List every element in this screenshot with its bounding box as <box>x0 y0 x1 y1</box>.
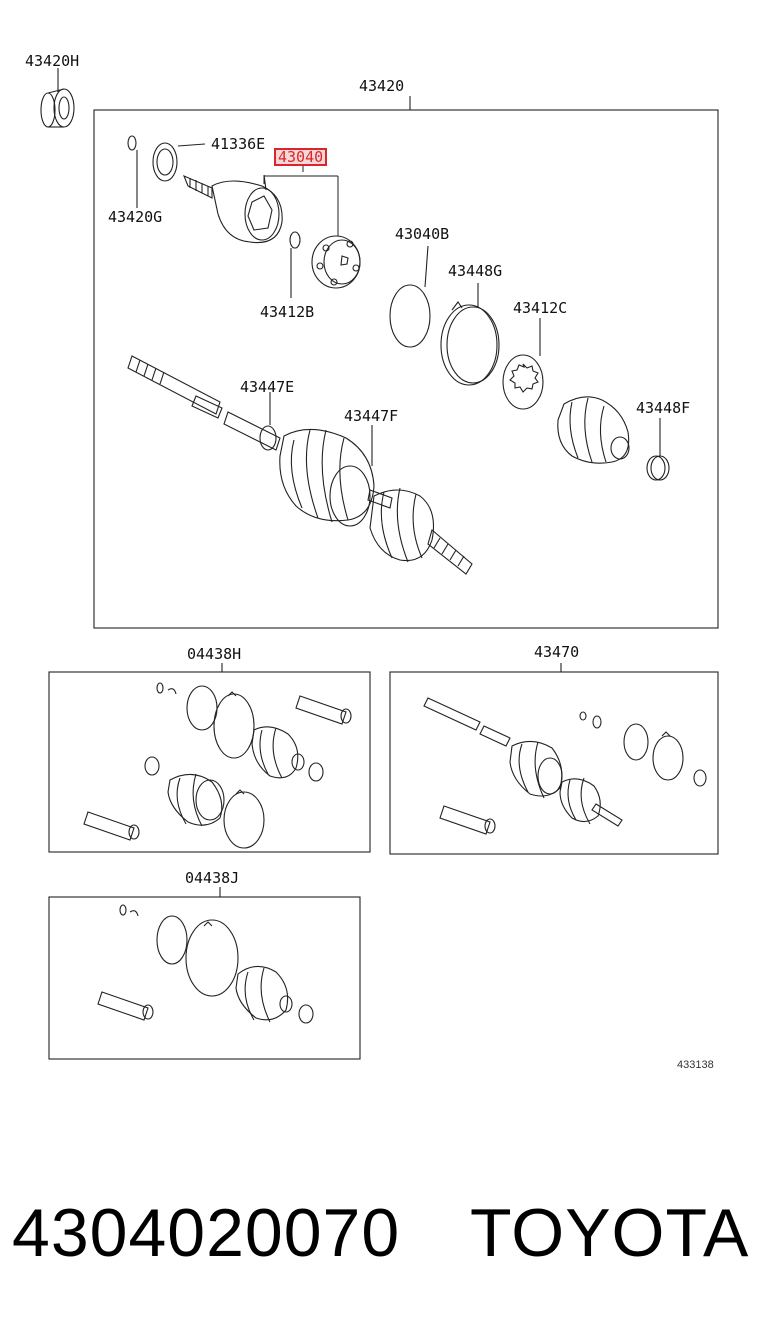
kit-43470-parts <box>423 697 707 835</box>
label-43448g[interactable]: 43448G <box>448 262 503 280</box>
clamp-43448g-part <box>440 283 500 386</box>
brand-name: TOYOTA <box>470 1195 750 1271</box>
label-43447f[interactable]: 43447F <box>344 407 399 425</box>
label-43412c[interactable]: 43412C <box>513 299 568 317</box>
label-43040-highlighted[interactable]: 43040 <box>274 148 328 166</box>
label-04438j[interactable]: 04438J <box>185 869 240 887</box>
ring-43040b-part <box>389 245 431 348</box>
snap-ring-43412b-part <box>289 231 301 298</box>
label-43470[interactable]: 43470 <box>534 643 580 661</box>
label-43420g[interactable]: 43420G <box>108 208 163 226</box>
label-43412b[interactable]: 43412B <box>260 303 315 321</box>
label-43420[interactable]: 43420 <box>359 77 405 95</box>
deflector-41336e-part <box>152 142 206 182</box>
frame-43470 <box>389 671 719 855</box>
clamp-43448f-part <box>646 418 670 481</box>
kit-04438h-parts <box>83 682 352 849</box>
frame-04438h <box>48 671 371 853</box>
boot-right-part <box>557 396 630 464</box>
seal-43420h-part <box>40 68 75 128</box>
outer-joint-part <box>182 174 283 244</box>
kit-04438j-parts <box>97 904 314 1024</box>
drive-shaft-part <box>127 355 473 575</box>
ring-43412c-part <box>502 318 544 410</box>
label-43040b[interactable]: 43040B <box>395 225 450 243</box>
main-frame-43420 <box>93 109 719 629</box>
frame-04438j <box>48 896 361 1060</box>
diagram-code: 433138 <box>677 1059 714 1071</box>
part-number: 4304020070 <box>12 1195 401 1271</box>
label-43420h[interactable]: 43420H <box>25 52 80 70</box>
label-41336e[interactable]: 41336E <box>211 135 266 153</box>
label-43447e[interactable]: 43447E <box>240 378 295 396</box>
snap-ring-43420g-part <box>127 135 138 208</box>
label-43448f[interactable]: 43448F <box>636 399 691 417</box>
label-04438h[interactable]: 04438H <box>187 645 242 663</box>
inner-race-part <box>311 235 361 289</box>
